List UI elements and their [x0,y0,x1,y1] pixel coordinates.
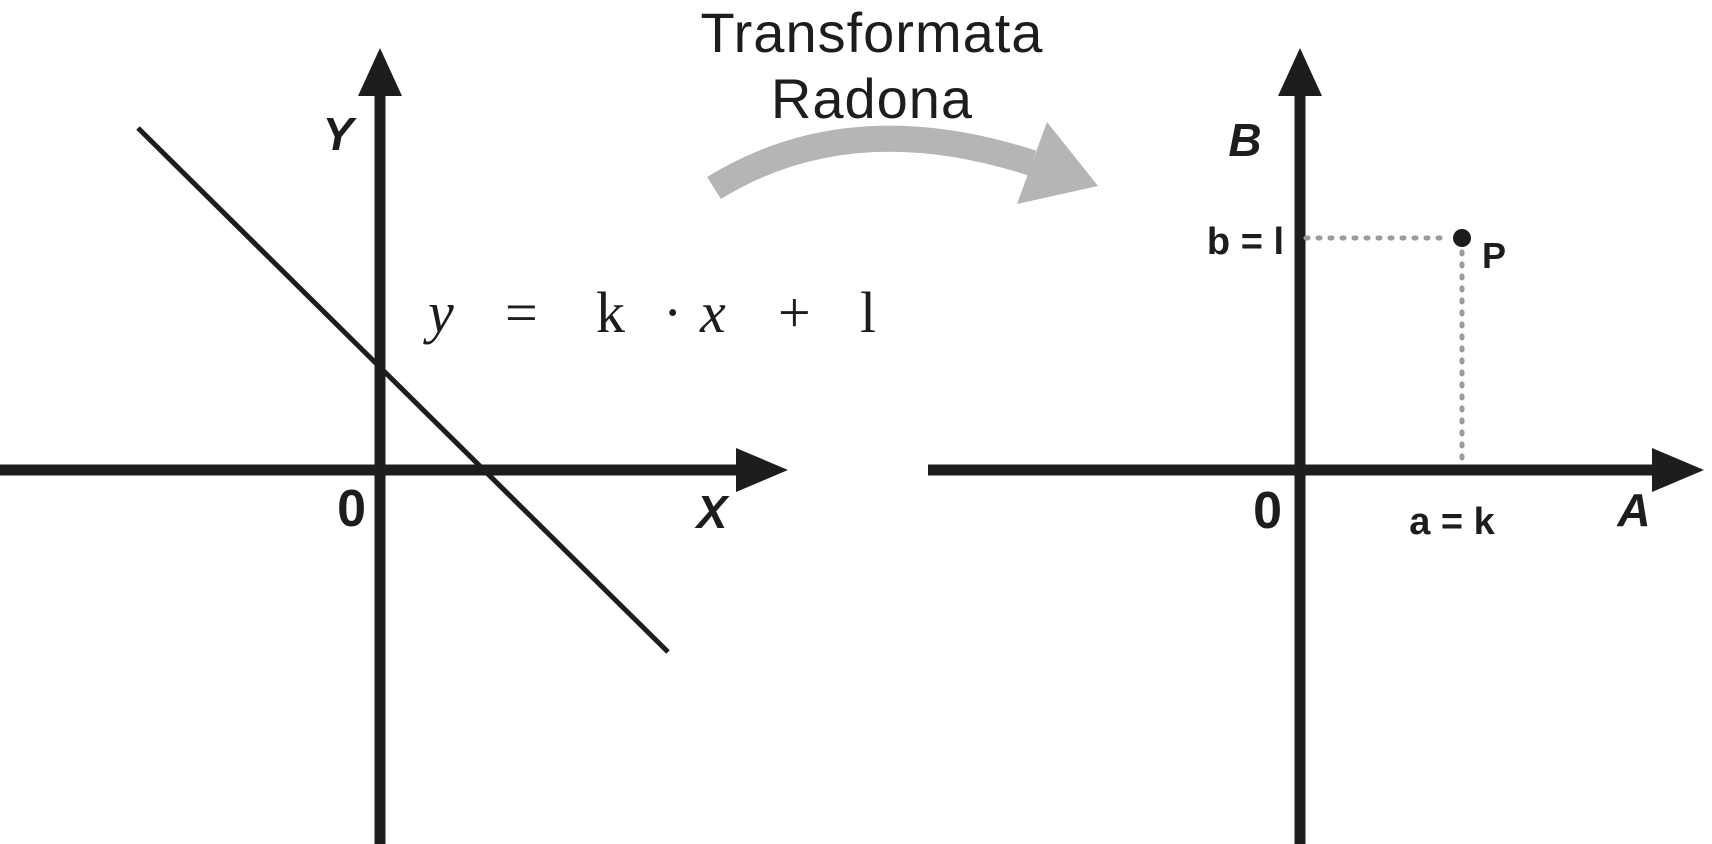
a-coordinate-label: a = k [1409,501,1495,543]
plotted-line [136,126,670,654]
left-plot: Y X 0 y = k · x + l [0,48,876,844]
right-origin-label: 0 [1253,482,1282,540]
transform-header: Transformata Radona [701,1,1098,204]
equation-term-k: k [596,280,625,345]
equation-term-l: l [860,280,876,345]
line-equation: y = k · x + l [423,280,876,345]
equation-equals-sign: = [505,280,538,345]
title-line-1: Transformata [701,1,1044,64]
right-plot: B A 0 b = l a = k P [928,48,1704,844]
right-a-axis-arrowhead-icon [1652,448,1704,492]
equation-term-x: x [699,280,726,345]
left-origin-label: 0 [337,480,366,538]
point-p-marker [1453,229,1471,247]
title-line-2: Radona [771,67,973,130]
point-p-label: P [1482,235,1506,276]
equation-dot-operator: · [663,280,682,345]
right-b-axis-arrowhead-icon [1278,48,1322,96]
transform-arrow-head [1017,122,1098,204]
left-y-axis-label: Y [323,108,358,160]
transform-arrow-icon [707,122,1098,204]
left-x-axis-arrowhead-icon [736,448,788,492]
b-coordinate-label: b = l [1207,221,1284,263]
left-x-axis-label: X [694,486,730,538]
transform-arrow-shaft [707,125,1037,200]
equation-plus-sign: + [778,280,811,345]
right-b-axis-label: B [1228,114,1261,166]
right-a-axis-label: A [1616,484,1650,536]
left-y-axis-arrowhead-icon [358,48,402,96]
equation-term-y: y [423,280,454,345]
